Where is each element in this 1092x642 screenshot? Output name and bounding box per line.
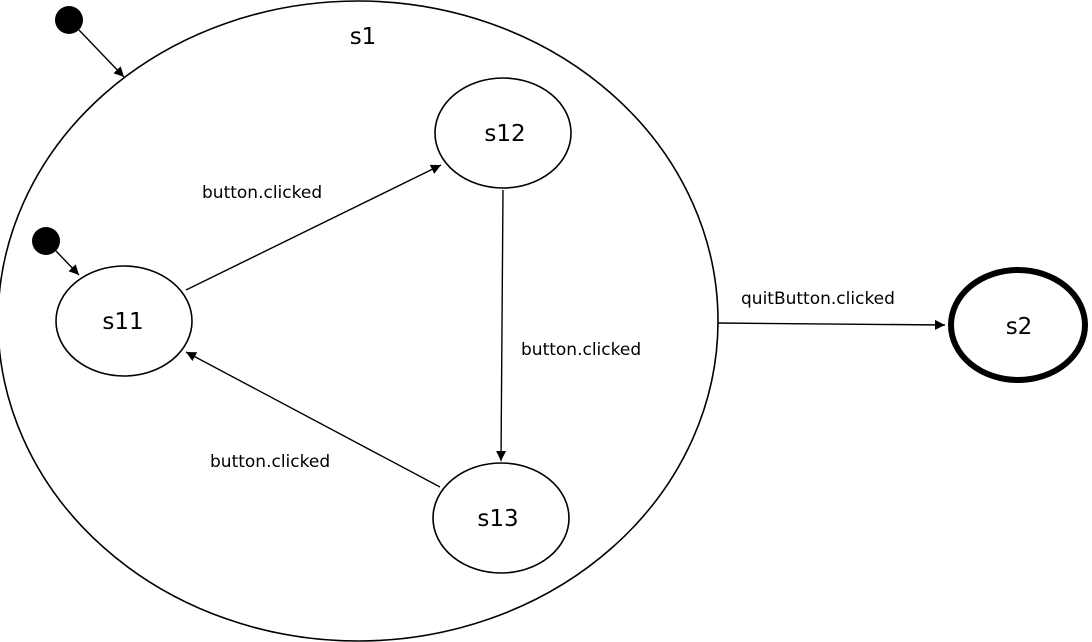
- state-s1-label: s1: [350, 24, 377, 50]
- transition-s12-to-s13[interactable]: [496, 189, 507, 462]
- state-s11[interactable]: [55, 265, 193, 377]
- initial-dot-s1: [55, 6, 83, 34]
- state-s2-label: s2: [1006, 314, 1033, 340]
- state-s12[interactable]: [434, 77, 572, 189]
- transition-s1-to-s2[interactable]: [717, 319, 946, 330]
- state-s13[interactable]: [432, 462, 570, 574]
- state-s2[interactable]: [948, 267, 1088, 383]
- transition-s12-to-s13-label: button.clicked: [521, 340, 641, 360]
- state-s11-label: s11: [102, 309, 143, 335]
- transition-s11-to-s12-label: button.clicked: [202, 183, 322, 203]
- transition-s11-to-s12[interactable]: [185, 164, 442, 291]
- state-s12-label: s12: [484, 121, 525, 147]
- initial-arrow-s1: [78, 29, 125, 78]
- state-s13-label: s13: [477, 506, 518, 532]
- transition-s13-to-s11-label: button.clicked: [210, 452, 330, 472]
- transition-s1-to-s2-label: quitButton.clicked: [741, 289, 895, 309]
- initial-dot-s11: [32, 227, 60, 255]
- transition-s13-to-s11[interactable]: [185, 351, 441, 488]
- initial-arrow-s11: [55, 250, 80, 276]
